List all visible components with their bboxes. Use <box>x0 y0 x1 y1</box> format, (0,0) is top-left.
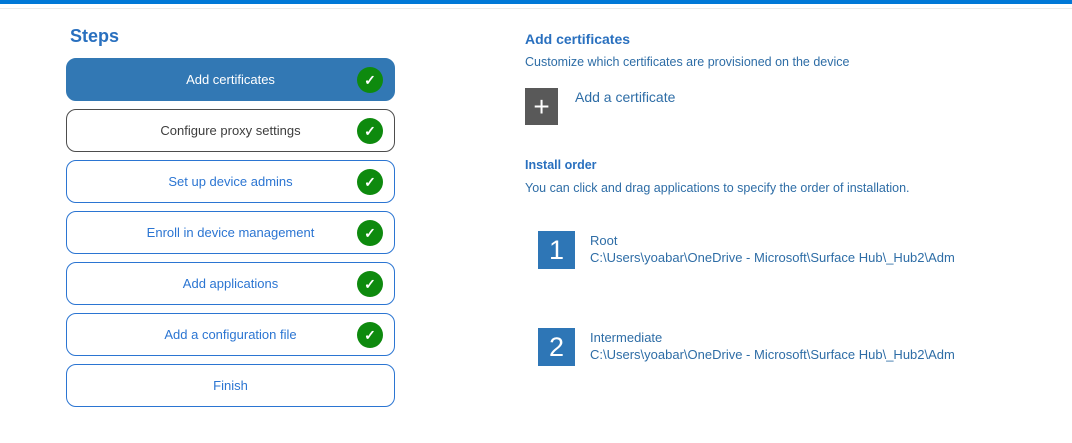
order-number-badge: 1 <box>538 231 575 269</box>
check-icon: ✓ <box>357 270 383 297</box>
certificate-info: Root C:\Users\yoabar\OneDrive - Microsof… <box>590 231 955 269</box>
step-label: Configure proxy settings <box>160 123 301 138</box>
order-number-badge: 2 <box>538 328 575 366</box>
step-list: Add certificates ✓ Configure proxy setti… <box>66 58 395 407</box>
certificate-name: Intermediate <box>590 330 663 345</box>
check-icon: ✓ <box>357 321 383 348</box>
install-order-item[interactable]: 1 Root C:\Users\yoabar\OneDrive - Micros… <box>538 231 955 269</box>
certificate-name: Root <box>590 233 618 248</box>
step-configure-proxy-settings[interactable]: Configure proxy settings ✓ <box>66 109 395 152</box>
steps-heading: Steps <box>70 26 120 46</box>
step-label: Enroll in device management <box>146 225 315 240</box>
check-icon: ✓ <box>357 117 383 144</box>
check-icon: ✓ <box>357 219 383 246</box>
header-divider <box>0 8 1072 9</box>
step-label: Finish <box>213 378 248 393</box>
install-order-heading: Install order <box>525 158 597 172</box>
certificate-path: C:\Users\yoabar\OneDrive - Microsoft\Sur… <box>590 347 955 362</box>
add-certificate-label: Add a certificate <box>575 89 676 105</box>
check-icon: ✓ <box>357 66 383 93</box>
certificate-info: Intermediate C:\Users\yoabar\OneDrive - … <box>590 328 955 366</box>
check-icon: ✓ <box>357 168 383 195</box>
step-label: Add a configuration file <box>164 327 297 342</box>
step-label: Add applications <box>182 276 279 291</box>
install-order-description: You can click and drag applications to s… <box>525 181 910 195</box>
plus-icon: + <box>525 88 558 125</box>
install-order-item[interactable]: 2 Intermediate C:\Users\yoabar\OneDrive … <box>538 328 955 366</box>
step-label: Add certificates <box>186 72 275 87</box>
page-subtitle: Customize which certificates are provisi… <box>525 55 850 69</box>
content-panel: Add certificates Customize which certifi… <box>460 9 1072 443</box>
step-label: Set up device admins <box>168 174 293 189</box>
top-accent-bar <box>0 0 1072 4</box>
step-add-certificates[interactable]: Add certificates ✓ <box>66 58 395 101</box>
step-finish[interactable]: Finish <box>66 364 395 407</box>
step-add-a-configuration-file[interactable]: Add a configuration file ✓ <box>66 313 395 356</box>
step-add-applications[interactable]: Add applications ✓ <box>66 262 395 305</box>
main-area: Steps Add certificates ✓ Configure proxy… <box>0 9 1072 443</box>
step-enroll-in-device-management[interactable]: Enroll in device management ✓ <box>66 211 395 254</box>
add-certificate-button[interactable]: + Add a certificate <box>525 88 675 125</box>
certificate-path: C:\Users\yoabar\OneDrive - Microsoft\Sur… <box>590 250 955 265</box>
steps-panel: Steps Add certificates ✓ Configure proxy… <box>0 9 460 443</box>
step-set-up-device-admins[interactable]: Set up device admins ✓ <box>66 160 395 203</box>
page-title: Add certificates <box>525 31 631 47</box>
